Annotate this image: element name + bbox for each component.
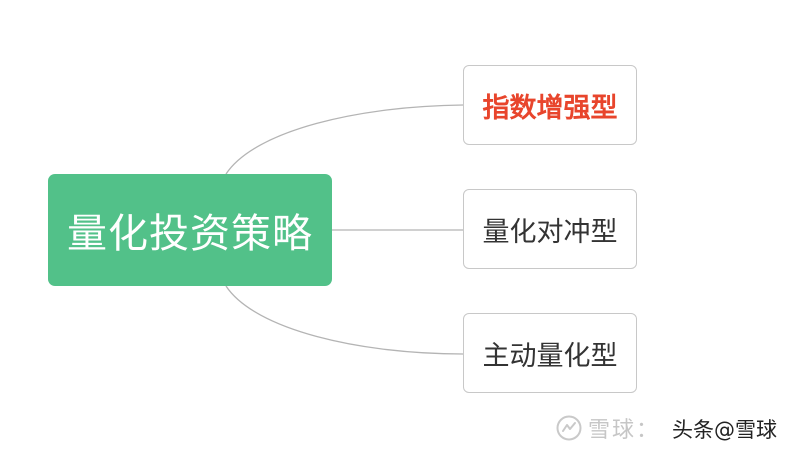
watermark-overlay-text: 头条@雪球 xyxy=(672,418,777,442)
root-node-label: 量化投资策略 xyxy=(67,211,313,257)
child-node-index-enhanced: 指数增强型 xyxy=(463,65,637,145)
child-node-label: 主动量化型 xyxy=(482,340,618,372)
watermark-text: 雪球： xyxy=(588,418,661,443)
child-node-label: 量化对冲型 xyxy=(482,216,618,248)
connector-to-index-enhanced xyxy=(225,104,464,175)
xueqiu-logo-icon xyxy=(556,415,582,441)
child-node-label: 指数增强型 xyxy=(482,92,618,124)
child-node-active-quant: 主动量化型 xyxy=(463,313,637,393)
root-node-quant-investment-strategy: 量化投资策略 xyxy=(48,174,332,286)
watermark: 雪球： xyxy=(556,412,660,444)
child-node-quant-hedge: 量化对冲型 xyxy=(463,189,637,269)
connector-to-active-quant xyxy=(225,285,464,355)
